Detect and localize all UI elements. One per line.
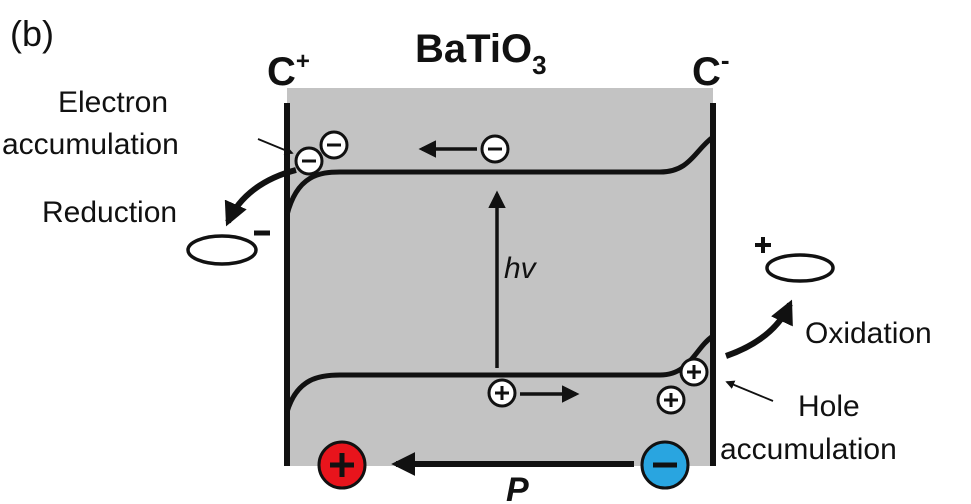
negative-charge-icon [640,440,690,490]
reduction-label: Reduction [42,196,177,229]
right-electrode-base: C [692,50,721,94]
hole-accumulation-line1: Hole [798,390,860,423]
right-electrode-label: C- [692,45,730,94]
conduction-band [284,134,715,216]
material-title: BaTiO3 [415,27,547,80]
hole-accumulation-line2: accumulation [720,433,897,466]
polarization-label: P [506,471,529,504]
left-electrode-label: C+ [267,48,310,94]
hv-label: hv [504,252,538,285]
material-title-main: BaTiO [415,27,532,71]
hole-accum-pointer [725,380,774,402]
oxidation-arrow [725,299,793,359]
material-title-sub: 3 [532,50,546,80]
hole-right-1 [679,357,709,387]
electron-left-1 [319,130,349,160]
electron-accumulation-line1: Electron [58,86,168,119]
right-electrode-sup: - [721,45,730,75]
left-electrode-sup: + [296,48,310,75]
electron-mid [480,134,510,164]
reduction-species [186,234,258,266]
reduction-arrow [224,167,297,227]
panel-label: (b) [10,13,54,54]
hole-right-2 [656,385,686,415]
left-electrode-base: C [267,50,296,94]
oxidation-label: Oxidation [805,317,932,350]
electron-accum-pointer [257,138,294,155]
oxidation-species [765,253,835,283]
electron-accumulation-line2: accumulation [2,128,179,161]
electron-left-2 [294,146,324,176]
positive-charge-icon [317,440,367,490]
valence-band [284,333,715,413]
hole-mid [487,378,517,408]
